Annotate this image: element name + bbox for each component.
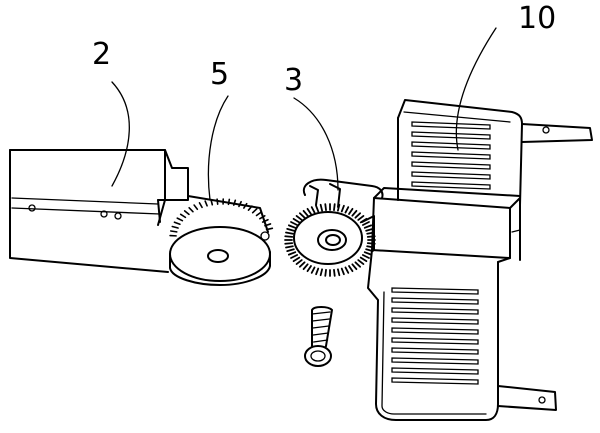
callout-10: 10 bbox=[518, 1, 556, 36]
screw-hole bbox=[28, 204, 36, 212]
leader-line-3 bbox=[293, 97, 339, 191]
mount-hole bbox=[542, 126, 550, 134]
leader-line-10 bbox=[455, 27, 497, 151]
set-screw bbox=[260, 231, 270, 241]
callout-5: 5 bbox=[210, 57, 229, 92]
callout-2: 2 bbox=[92, 37, 111, 72]
part-10-housing bbox=[367, 99, 593, 421]
vent-slots-upper bbox=[411, 121, 491, 190]
leader-line-2 bbox=[111, 81, 130, 187]
leader-line-5 bbox=[207, 95, 229, 201]
part-5-gear bbox=[169, 195, 274, 286]
part-2-block bbox=[9, 149, 189, 273]
screw-hole bbox=[114, 212, 122, 220]
screw bbox=[304, 306, 333, 367]
shaft-hole bbox=[325, 234, 341, 246]
screw-hole bbox=[100, 210, 108, 218]
vent-slots-lower bbox=[391, 287, 479, 385]
part-3-gear bbox=[284, 178, 384, 277]
shaft-hole bbox=[207, 249, 229, 263]
gear-teeth bbox=[169, 198, 274, 237]
screw-thread bbox=[311, 311, 331, 343]
callout-3: 3 bbox=[284, 63, 303, 98]
mount-hole bbox=[538, 396, 546, 404]
